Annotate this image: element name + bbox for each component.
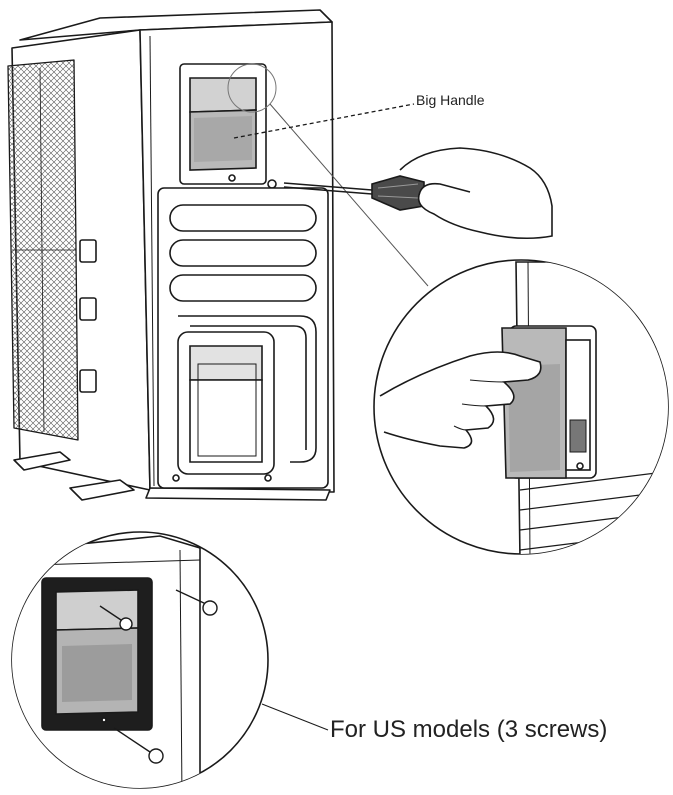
screw-icon (113, 727, 164, 764)
us-models-leader (261, 703, 329, 731)
callout-circle (227, 63, 277, 113)
screw-icon (175, 589, 218, 616)
hand-icon (399, 147, 553, 240)
screw-icon (99, 605, 133, 631)
us-models-label: For US models (3 screws) (330, 716, 608, 743)
coil-plate (157, 187, 329, 489)
detail-circle-left (11, 531, 269, 789)
big-handle (179, 63, 277, 189)
big-handle-leader (233, 103, 415, 139)
hand-icon (379, 351, 542, 449)
big-handle-label: Big Handle (416, 92, 485, 108)
screwdriver-icon (283, 175, 425, 211)
detail-circle-right (373, 259, 669, 555)
